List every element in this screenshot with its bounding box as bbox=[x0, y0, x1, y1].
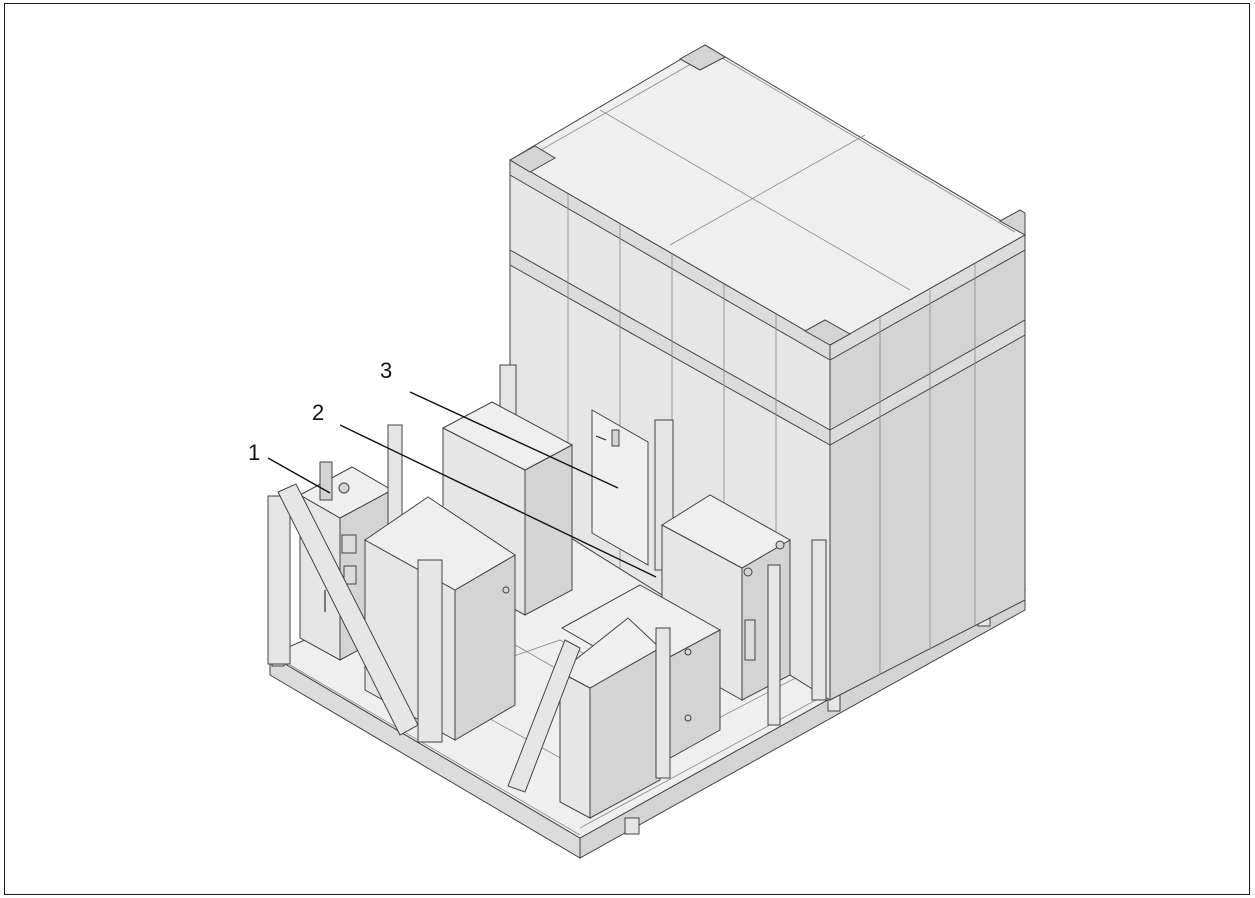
callout-label-3: 3 bbox=[380, 358, 392, 383]
callout-leaders bbox=[267, 391, 657, 578]
post-left bbox=[417, 559, 443, 743]
callout-label-1: 1 bbox=[248, 440, 260, 465]
front-cabinet bbox=[559, 617, 671, 819]
brace-right bbox=[507, 639, 581, 793]
callout-label-2: 2 bbox=[312, 400, 324, 425]
